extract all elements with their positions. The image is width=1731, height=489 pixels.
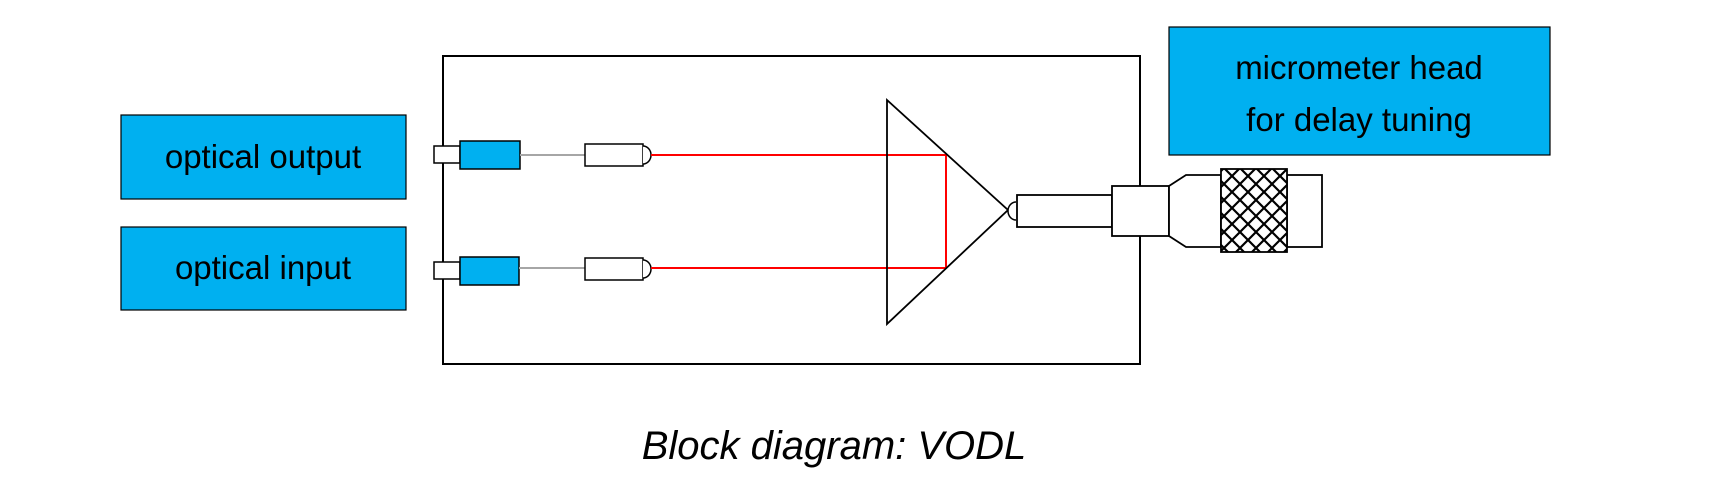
optical-input-text: optical input	[175, 249, 351, 286]
figure-caption: Block diagram: VODL	[642, 424, 1027, 468]
optical-output-label: optical output	[120, 114, 407, 200]
beam-path	[651, 154, 947, 269]
micrometer-text-line2: for delay tuning	[1246, 101, 1472, 138]
input-collimator	[584, 257, 652, 281]
optical-output-text: optical output	[165, 138, 361, 175]
micrometer-taper	[1168, 174, 1222, 248]
retroreflector-prism	[886, 97, 1010, 327]
micrometer-head	[1016, 168, 1323, 253]
micrometer-knurled-thimble	[1220, 168, 1288, 253]
micrometer-text-line1: micrometer head	[1235, 49, 1483, 86]
micrometer-spindle	[1016, 194, 1113, 228]
output-connector	[433, 140, 521, 170]
input-connector	[433, 256, 520, 286]
prism-tip	[1007, 201, 1017, 221]
micrometer-label: micrometer head for delay tuning	[1168, 26, 1551, 156]
micrometer-sleeve	[1111, 185, 1170, 237]
output-collimator	[584, 143, 652, 167]
optical-input-label: optical input	[120, 226, 407, 311]
micrometer-end-cap	[1286, 174, 1323, 248]
